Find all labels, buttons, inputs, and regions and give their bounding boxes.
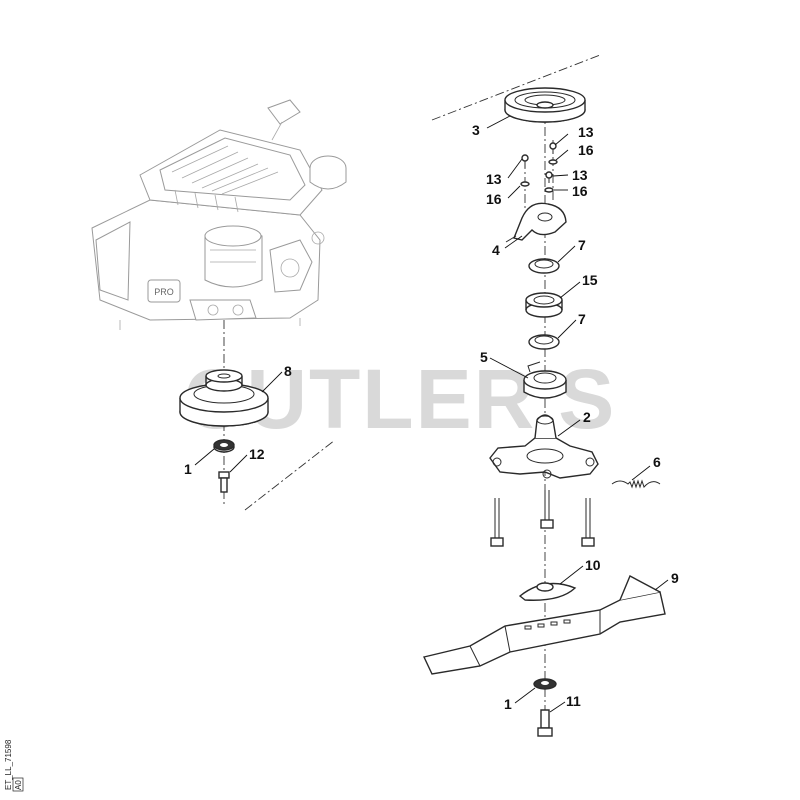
callout-9: 9	[671, 570, 679, 586]
leader-lines	[194, 115, 669, 713]
callout-16: 16	[486, 191, 502, 207]
washer-icon	[528, 334, 560, 350]
callout-13: 13	[578, 124, 594, 140]
callout-6: 6	[653, 454, 661, 470]
callout-16: 16	[572, 183, 588, 199]
right-guide-top	[431, 54, 601, 121]
callout-5: 5	[480, 349, 488, 365]
callout-1: 1	[504, 696, 512, 712]
spring-icon	[611, 479, 661, 489]
callout-4: 4	[492, 242, 500, 258]
bolt-icon	[490, 490, 595, 547]
callout-10: 10	[585, 557, 601, 573]
blade-icon	[423, 575, 666, 675]
left-guide	[244, 439, 336, 511]
pulley-icon	[504, 87, 586, 123]
callout-1: 1	[184, 461, 192, 477]
reference-id: ET_LL_71598	[4, 739, 13, 790]
washer-icon	[213, 439, 235, 453]
callout-7: 7	[578, 311, 586, 327]
callout-16: 16	[578, 142, 594, 158]
bracket-icon	[505, 202, 567, 243]
housing-icon	[489, 414, 599, 479]
callout-labels: 3 13 16 13 16 13 16 4 7 15 7 5 2 6 10 9 …	[184, 122, 679, 712]
washer-icon	[533, 678, 557, 690]
revision-code: A0	[14, 780, 23, 790]
callout-15: 15	[582, 272, 598, 288]
callout-11: 11	[566, 693, 581, 709]
washer-icon	[528, 258, 560, 274]
engine-icon: PRO	[91, 99, 347, 330]
bolt-icon	[537, 709, 553, 737]
screw-icon	[520, 142, 558, 193]
adapter-icon	[518, 582, 577, 601]
reference-code: ET_LL_71598 A0	[4, 739, 24, 792]
bolt-icon	[218, 471, 230, 493]
engine-label: PRO	[154, 287, 174, 297]
callout-13: 13	[572, 167, 588, 183]
callout-2: 2	[583, 409, 591, 425]
callout-3: 3	[472, 122, 480, 138]
callout-13: 13	[486, 171, 502, 187]
hub-icon	[523, 361, 567, 399]
callout-7: 7	[578, 237, 586, 253]
callout-12: 12	[249, 446, 265, 462]
pulley-icon	[179, 369, 269, 427]
callout-8: 8	[284, 363, 292, 379]
bearing-icon	[525, 292, 563, 318]
